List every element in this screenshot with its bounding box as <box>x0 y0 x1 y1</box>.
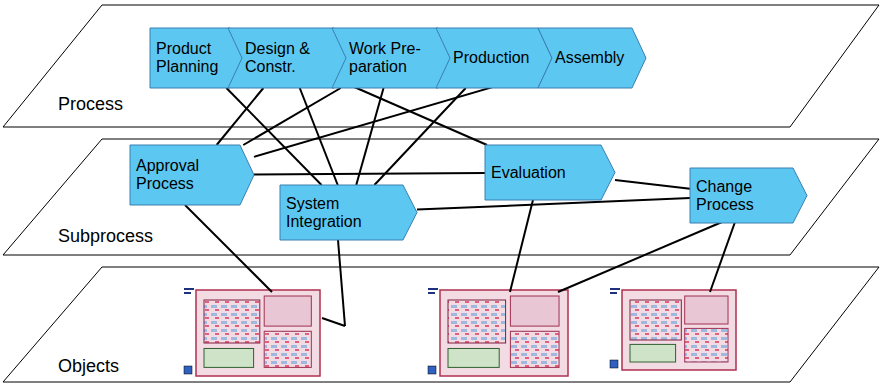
layer-label: Process <box>58 94 123 115</box>
box-label: Product Planning <box>156 40 228 76</box>
process-chevron: Approval Process <box>130 145 254 205</box>
layer-label: Subprocess <box>58 226 153 247</box>
plane-outline <box>0 266 880 383</box>
layer-plane: Subprocess Approval ProcessSystem Integra… <box>0 138 880 256</box>
process-chevron: Assembly <box>538 28 646 88</box>
process-chevron: System Integration <box>280 185 417 240</box>
connector-line <box>348 84 487 145</box>
layer-plane: Process Product Planning Design & Constr. W… <box>0 4 880 128</box>
layer-plane: Objects <box>0 266 880 383</box>
connector-line <box>300 88 338 185</box>
connector-line <box>254 173 485 175</box>
box-label: Production <box>453 49 530 67</box>
object-links <box>185 200 735 326</box>
process-chevron: Production <box>436 28 552 88</box>
object-models <box>184 288 736 376</box>
box-label: Assembly <box>555 49 624 67</box>
box-label: Approval Process <box>136 157 238 193</box>
box-label: Change Process <box>696 178 791 214</box>
connector-line <box>356 88 383 185</box>
process-chevron: Evaluation <box>485 145 615 200</box>
box-label: Design & Constr. <box>245 40 332 76</box>
box-label: Work Pre-paration <box>349 40 436 76</box>
process-chevron: Work Pre-paration <box>332 28 452 88</box>
connector-line <box>615 180 690 189</box>
process-chevron: Product Planning <box>150 28 244 88</box>
process-chevron: Change Process <box>690 168 807 223</box>
box-label: Evaluation <box>491 164 566 182</box>
box-label: System Integration <box>286 195 401 231</box>
process-chevron: Design & Constr. <box>228 28 348 88</box>
connector-line <box>374 88 465 185</box>
layer-label: Objects <box>58 356 119 377</box>
